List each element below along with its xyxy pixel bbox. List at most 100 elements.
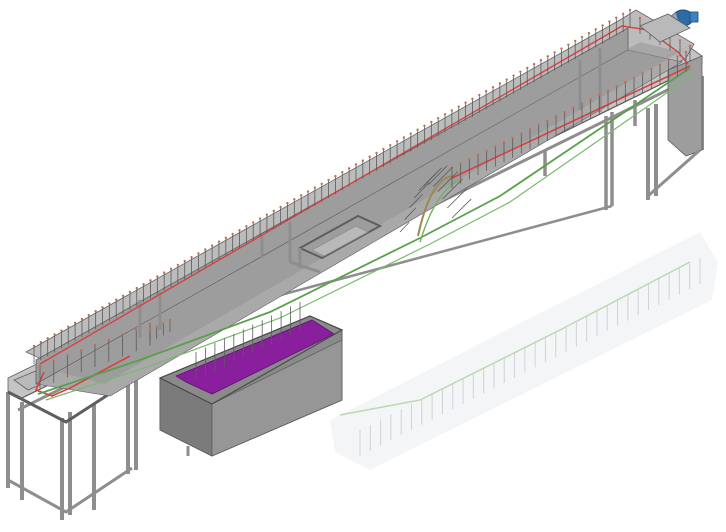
hanger-tip xyxy=(148,328,152,332)
hanger-tip xyxy=(155,325,158,328)
upper-conveyor-rail xyxy=(25,9,695,397)
lift-hanger xyxy=(413,182,430,199)
hanger-tip xyxy=(494,145,497,148)
hanger-tip xyxy=(279,205,282,209)
hanger-tip xyxy=(382,147,385,151)
lift-hanger xyxy=(451,198,472,219)
lower-conveyor-track xyxy=(37,67,695,401)
foot-brace xyxy=(647,148,701,198)
hanger-tip xyxy=(589,98,592,101)
hanger-tip xyxy=(293,198,296,201)
hanger-tip xyxy=(375,151,378,155)
hanger-tip xyxy=(210,244,214,247)
hanger-tip xyxy=(554,115,558,118)
hanger-tip xyxy=(464,101,467,104)
reflection-band xyxy=(330,232,718,470)
hanger-tip xyxy=(73,321,77,325)
hanger-tip xyxy=(135,328,138,331)
hanger-tip xyxy=(272,209,275,213)
hanger-tip xyxy=(80,349,83,352)
track-main xyxy=(37,67,691,395)
hanger-tip xyxy=(520,132,523,135)
hanger-tip xyxy=(101,306,104,309)
hanger-tip xyxy=(416,128,419,131)
lift-hanger xyxy=(404,207,417,220)
hanger-tip xyxy=(39,340,43,344)
tank-rim xyxy=(158,315,344,405)
hanger-tip xyxy=(190,255,193,259)
hanger-tip xyxy=(567,43,570,46)
hanger-tip xyxy=(572,106,575,110)
lift-curve xyxy=(417,175,453,237)
hanger-tip xyxy=(347,167,351,170)
hanger-tip xyxy=(402,136,406,139)
hanger-tip xyxy=(217,240,221,243)
lift-curve-track xyxy=(419,179,461,243)
hanger-tip xyxy=(306,190,310,193)
hanger-tip xyxy=(80,317,84,321)
hanger-tip xyxy=(553,51,556,54)
hanger-tip xyxy=(128,290,132,294)
drive-cabinet xyxy=(667,55,703,157)
hanger-tip xyxy=(142,283,145,286)
hanger-tip xyxy=(502,141,506,144)
hanger-tip xyxy=(638,16,642,20)
hanger-tip xyxy=(587,31,591,35)
tank-side-front xyxy=(211,339,343,457)
hanger-tip xyxy=(53,333,56,336)
hanger-tip xyxy=(650,67,653,71)
hanger-tip xyxy=(560,47,563,50)
hanger-tip xyxy=(624,80,627,84)
hanger-tip xyxy=(252,221,255,224)
hanger-tip xyxy=(537,123,540,127)
hanger-tip xyxy=(313,186,317,189)
lift-hanger xyxy=(446,188,468,209)
lift-hanger xyxy=(409,193,424,209)
hanger-tip xyxy=(628,8,632,12)
hanger-tip xyxy=(162,271,166,274)
hanger-tip xyxy=(532,62,536,66)
hanger-tip xyxy=(608,20,611,23)
hanger-tip xyxy=(341,171,344,174)
hanger-tip xyxy=(162,322,165,325)
hanger-tip xyxy=(67,325,70,328)
hanger-tip xyxy=(265,213,269,216)
track-parallel xyxy=(45,73,695,401)
hanger-tip xyxy=(176,263,180,267)
hanger-tip xyxy=(107,338,110,341)
lift-hanger xyxy=(442,178,463,200)
motor-fan-cover xyxy=(689,11,699,23)
carriage-foot xyxy=(289,260,321,274)
hanger-tip xyxy=(615,85,618,88)
hanger-tip xyxy=(38,364,42,368)
lift-hanger xyxy=(423,167,442,187)
hanger-tip xyxy=(676,55,679,58)
hanger-tip xyxy=(389,143,392,147)
hanger-tip xyxy=(678,39,682,42)
hanger-tip xyxy=(258,217,262,220)
hanger-tip xyxy=(594,28,597,31)
hanger-tip xyxy=(526,66,529,70)
transfer-carriage xyxy=(297,214,383,260)
hanger-tip xyxy=(334,174,337,178)
hanger-tip xyxy=(231,232,234,236)
hanger-tip xyxy=(395,140,399,143)
hanger-tip xyxy=(478,93,481,97)
hanger-tip xyxy=(87,313,91,317)
hanger-tip xyxy=(511,136,514,140)
hanger-tip xyxy=(224,236,228,240)
hanger-tip xyxy=(238,228,241,232)
foot-brace xyxy=(7,466,133,514)
hanger-tip xyxy=(354,163,358,166)
hanger-tip xyxy=(46,337,49,340)
beam-shadow xyxy=(60,42,680,384)
hanger-tip xyxy=(476,153,480,157)
dip-tank xyxy=(158,315,344,457)
hanger-tip xyxy=(108,302,111,305)
hanger-tip xyxy=(539,59,543,62)
hanger-tip xyxy=(135,286,138,290)
drive-plate xyxy=(639,13,691,43)
hanger-tip xyxy=(606,89,610,92)
